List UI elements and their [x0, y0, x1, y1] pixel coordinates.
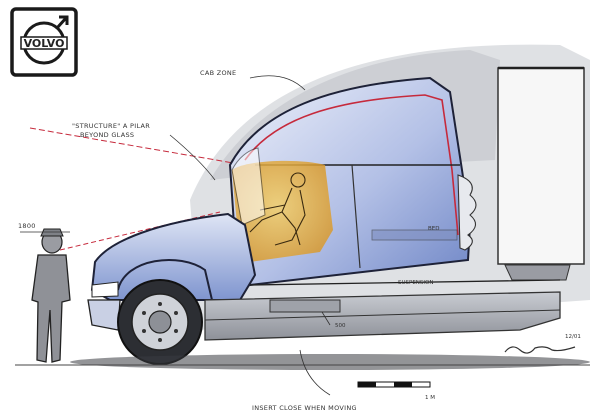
scale-bar: 1 M — [357, 381, 435, 401]
bed-label: BED — [428, 226, 439, 232]
height-1800-label: 1800 — [18, 222, 36, 230]
cab-zone-label: CAB ZONE — [200, 69, 236, 77]
signature — [504, 346, 576, 354]
chassis — [204, 279, 561, 341]
date-label: 12/01 — [565, 334, 581, 340]
windscreen — [231, 147, 266, 226]
volvo-logo: VOLVO — [10, 7, 78, 77]
fairing-vents — [457, 174, 477, 251]
truck-cab — [214, 76, 477, 287]
trailer — [497, 66, 585, 281]
front-wheel — [117, 279, 203, 365]
a-pillar-guide-line — [29, 127, 246, 166]
truck-hood — [87, 212, 257, 331]
structure-label-line1: "STRUCTURE" A PILAR — [72, 122, 150, 130]
human-scale-figure — [31, 228, 71, 363]
suspension-label: SUSPENSION — [398, 280, 433, 286]
cab-inner-outline — [244, 94, 459, 236]
structure-label-line2: BEYOND GLASS — [80, 131, 134, 139]
scale-label: 1 M — [425, 395, 435, 401]
step-insert-note: INSERT CLOSE WHEN MOVING — [252, 404, 357, 412]
ground-shadow — [70, 354, 590, 370]
volvo-logo-text: VOLVO — [24, 37, 65, 50]
driver-figure — [249, 172, 306, 246]
step-height-label: 500 — [335, 323, 346, 329]
